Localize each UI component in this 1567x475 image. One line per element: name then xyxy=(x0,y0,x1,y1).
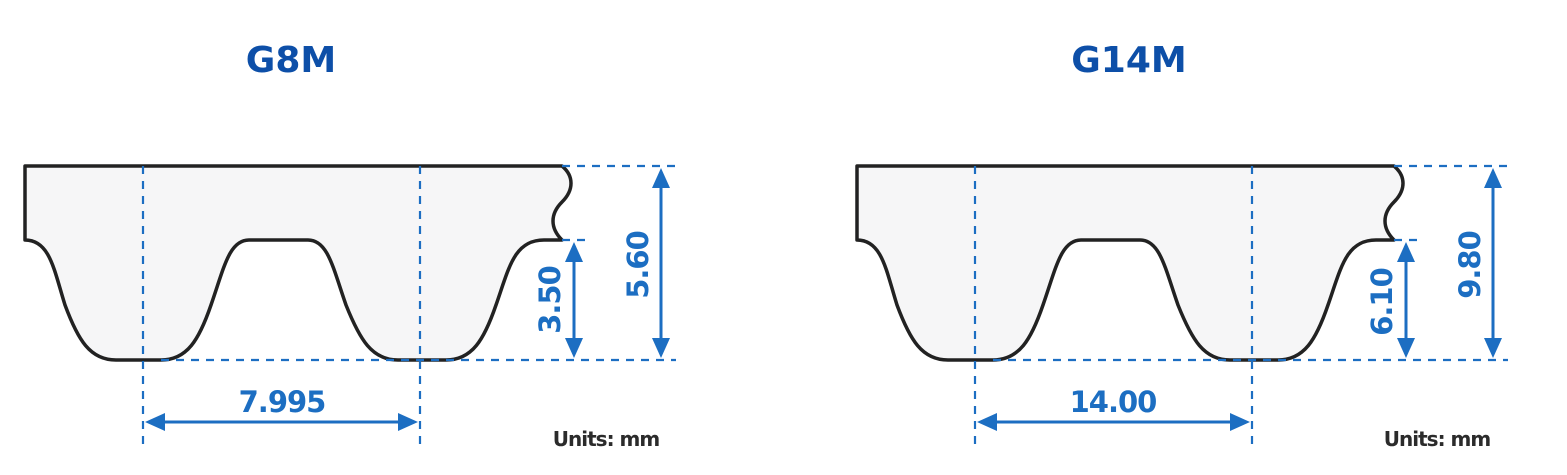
belt-height-arrow xyxy=(1484,168,1502,358)
belt-height-label: 9.80 xyxy=(1453,231,1487,299)
pitch-dimension-arrow xyxy=(145,413,418,431)
units-label: Units: mm xyxy=(1384,427,1491,451)
tooth-height-arrow xyxy=(1397,242,1415,358)
belt-outline xyxy=(855,164,1405,362)
tooth-height-label: 6.10 xyxy=(1365,268,1399,336)
pitch-label: 14.00 xyxy=(1070,385,1157,419)
pitch-label: 7.995 xyxy=(239,385,326,419)
profile-title: G8M xyxy=(246,40,336,81)
belt-height-label: 5.60 xyxy=(621,231,655,299)
pitch-dimension-arrow xyxy=(977,413,1250,431)
tooth-height-arrow xyxy=(565,242,583,358)
profile-panel-g14m: G14M 14.00 6.10 9.80 Units: mm xyxy=(855,40,1508,451)
profile-title: G14M xyxy=(1071,40,1186,81)
tooth-height-label: 3.50 xyxy=(533,266,567,334)
units-label: Units: mm xyxy=(553,427,660,451)
belt-outline xyxy=(23,164,573,362)
profile-panel-g8m: G8M 7.995 3.50 5.60 Units: mm xyxy=(23,40,676,451)
belt-height-arrow xyxy=(652,168,670,358)
